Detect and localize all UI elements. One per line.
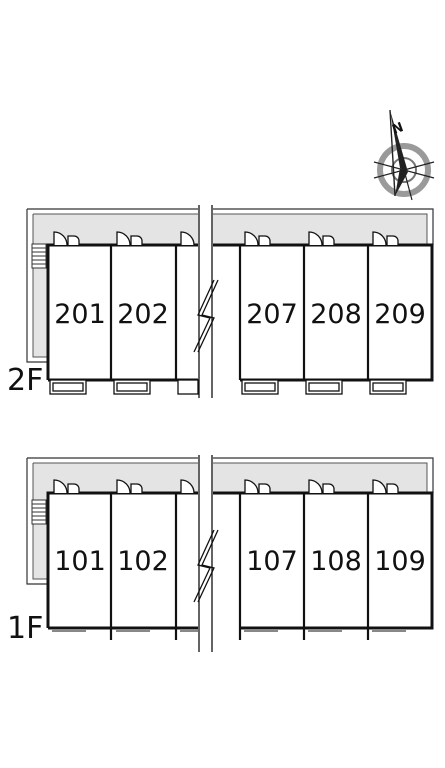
- floor-1f: 101 102 107 108 109 1F: [7, 455, 434, 652]
- room-label-209: 209: [374, 299, 426, 330]
- room-label-107: 107: [246, 546, 298, 577]
- room-label-201: 201: [54, 299, 106, 330]
- room-label-208: 208: [310, 299, 362, 330]
- compass-north-label: N: [390, 120, 405, 138]
- room-label-108: 108: [310, 546, 362, 577]
- break-line: [193, 279, 215, 353]
- corridor-outline: [26, 457, 434, 585]
- staircase: [31, 243, 47, 269]
- room-label-202: 202: [117, 299, 169, 330]
- break-line: [193, 529, 215, 603]
- room-label-109: 109: [374, 546, 426, 577]
- room-label-102: 102: [117, 546, 169, 577]
- floor-label-1f: 1F: [7, 611, 43, 646]
- compass-rose-icon: [373, 109, 435, 201]
- room-label-207: 207: [246, 299, 298, 330]
- room-label-101: 101: [54, 546, 106, 577]
- staircase: [31, 499, 47, 525]
- floor-label-2f: 2F: [7, 363, 43, 398]
- corridor-outline: [26, 208, 434, 363]
- floor-2f: 201 202 207 208 209 2F: [7, 205, 434, 400]
